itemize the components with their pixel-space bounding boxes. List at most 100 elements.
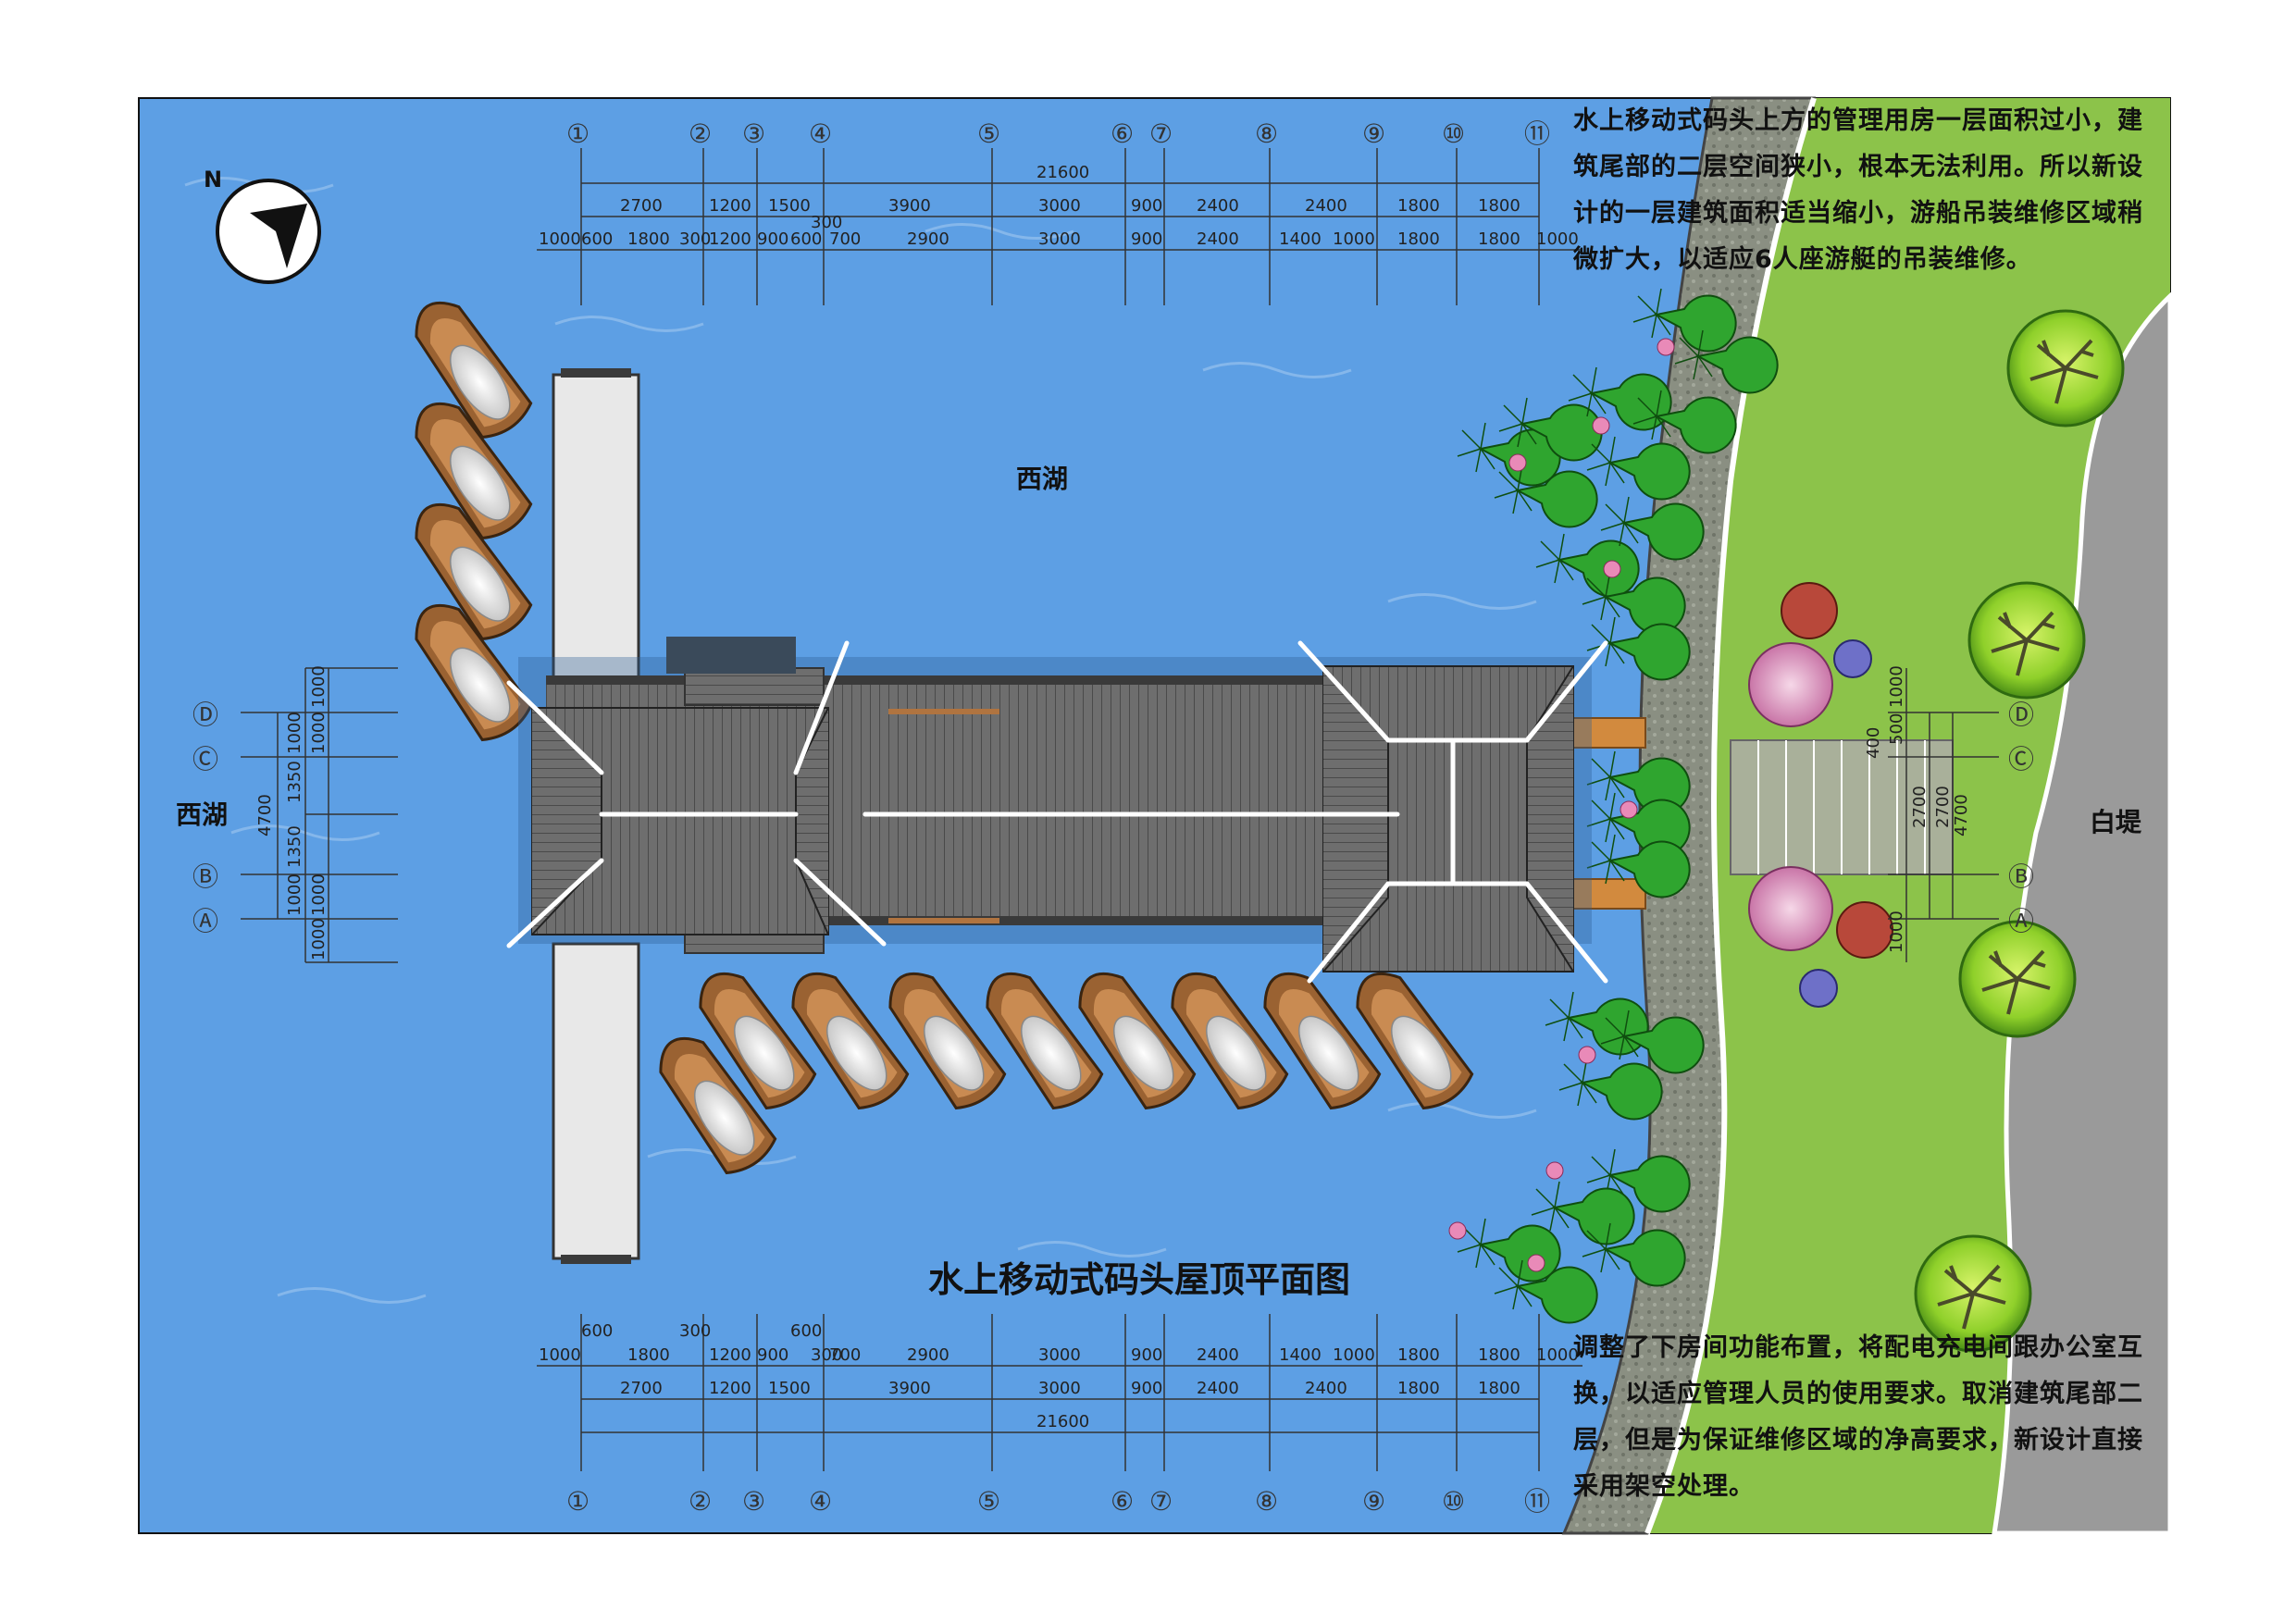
svg-text:600: 600 xyxy=(581,229,613,249)
svg-text:300: 300 xyxy=(811,213,842,232)
axis-2-top: ② xyxy=(689,118,712,149)
svg-text:700: 700 xyxy=(829,229,861,249)
svg-text:1000: 1000 xyxy=(1536,1345,1579,1365)
svg-text:1800: 1800 xyxy=(1397,196,1440,216)
svg-text:1500: 1500 xyxy=(768,1379,811,1398)
svg-text:Ⓒ: Ⓒ xyxy=(192,744,218,774)
svg-text:900: 900 xyxy=(757,1345,788,1365)
lake-label-top: 西湖 xyxy=(1016,464,1068,494)
dim-total-top: 21600 xyxy=(1036,163,1089,182)
svg-text:Ⓑ: Ⓑ xyxy=(192,861,218,892)
axis-10-bottom: ⑩ xyxy=(1442,1486,1465,1517)
svg-text:900: 900 xyxy=(757,229,788,249)
axis-6-bottom: ⑥ xyxy=(1111,1486,1134,1517)
svg-text:1200: 1200 xyxy=(709,1345,751,1365)
svg-text:4700: 4700 xyxy=(1952,794,1971,836)
svg-text:4700: 4700 xyxy=(255,794,275,836)
svg-text:1000: 1000 xyxy=(309,918,329,960)
svg-text:300: 300 xyxy=(811,1345,842,1365)
axis-6-top: ⑥ xyxy=(1111,118,1134,149)
axis-11-bottom: ⑪ xyxy=(1524,1486,1550,1517)
svg-text:300: 300 xyxy=(679,229,711,249)
svg-text:900: 900 xyxy=(1131,1379,1162,1398)
axis-9-bottom: ⑨ xyxy=(1362,1486,1385,1517)
axis-10-top: ⑩ xyxy=(1442,118,1465,149)
dim-row3-top: 1000 600 1800 300 1200 900 600 300 700 2… xyxy=(539,213,1579,249)
svg-text:1000: 1000 xyxy=(1536,229,1579,249)
svg-text:3000: 3000 xyxy=(1038,196,1081,216)
axis-9-top: ⑨ xyxy=(1362,118,1385,149)
svg-text:700: 700 xyxy=(829,1345,861,1365)
svg-text:3900: 3900 xyxy=(888,1379,931,1398)
dim-row2-bottom: 2700 1200 1500 3900 3000 900 2400 2400 1… xyxy=(620,1379,1520,1398)
axis-8-bottom: ⑧ xyxy=(1255,1486,1278,1517)
svg-text:600: 600 xyxy=(790,1321,822,1341)
svg-text:1000: 1000 xyxy=(285,873,304,916)
svg-text:1350: 1350 xyxy=(285,761,304,803)
axis-7-bottom: ⑦ xyxy=(1149,1486,1173,1517)
svg-text:1000: 1000 xyxy=(285,712,304,754)
svg-text:Ⓐ: Ⓐ xyxy=(2008,906,2034,936)
dim-right: 4700 2700 2700 1000 500 400 1000 xyxy=(1864,665,1971,953)
svg-text:Ⓓ: Ⓓ xyxy=(192,700,218,730)
svg-text:1800: 1800 xyxy=(627,229,670,249)
dim-total-bottom: 21600 xyxy=(1036,1412,1089,1431)
svg-text:1800: 1800 xyxy=(1397,229,1440,249)
svg-text:1800: 1800 xyxy=(1478,1345,1520,1365)
dim-row2-top: 2700 1200 1500 3900 3000 900 2400 2400 1… xyxy=(620,196,1520,216)
axis-row-bottom: ① ② ③ ④ ⑤ ⑥ ⑦ ⑧ ⑨ ⑩ ⑪ xyxy=(566,1486,1550,1517)
axis-3-top: ③ xyxy=(742,118,765,149)
axis-2-bottom: ② xyxy=(689,1486,712,1517)
svg-text:1200: 1200 xyxy=(709,1379,751,1398)
axis-4-top: ④ xyxy=(809,118,832,149)
svg-text:1200: 1200 xyxy=(709,196,751,216)
svg-text:1800: 1800 xyxy=(1478,196,1520,216)
svg-text:2400: 2400 xyxy=(1305,1379,1347,1398)
north-label: N xyxy=(204,167,222,192)
svg-text:Ⓒ: Ⓒ xyxy=(2008,744,2034,774)
svg-text:1350: 1350 xyxy=(285,825,304,868)
svg-text:1000: 1000 xyxy=(1887,911,1906,953)
svg-text:1400: 1400 xyxy=(1279,1345,1322,1365)
svg-text:900: 900 xyxy=(1131,1345,1162,1365)
note-bottom: 调整了下房间功能布置，将配电充电间跟办公室互换，以适应管理人员的使用要求。取消建… xyxy=(1573,1333,2143,1501)
note-top: 水上移动式码头上方的管理用房一层面积过小，建筑尾部的二层空间狭小，根本无法利用。… xyxy=(1573,106,2143,274)
svg-text:3900: 3900 xyxy=(888,196,931,216)
svg-text:1500: 1500 xyxy=(768,196,811,216)
svg-text:3000: 3000 xyxy=(1038,229,1081,249)
dim-row3-bottom: 1000 600 1800 300 1200 900 600 300 700 2… xyxy=(539,1321,1579,1365)
svg-text:1400: 1400 xyxy=(1279,229,1322,249)
svg-text:1800: 1800 xyxy=(1397,1345,1440,1365)
svg-text:300: 300 xyxy=(679,1321,711,1341)
axis-1-top: ① xyxy=(566,118,590,149)
svg-text:2400: 2400 xyxy=(1197,196,1239,216)
axis-4-bottom: ④ xyxy=(809,1486,832,1517)
svg-text:1000: 1000 xyxy=(1333,229,1375,249)
svg-text:900: 900 xyxy=(1131,196,1162,216)
svg-text:Ⓐ: Ⓐ xyxy=(192,906,218,936)
svg-text:500: 500 xyxy=(1887,713,1906,745)
svg-text:1000: 1000 xyxy=(309,665,329,708)
svg-text:2400: 2400 xyxy=(1197,1379,1239,1398)
axis-5-top: ⑤ xyxy=(977,118,1000,149)
svg-text:Ⓑ: Ⓑ xyxy=(2008,861,2034,892)
svg-text:2700: 2700 xyxy=(620,196,663,216)
svg-text:1800: 1800 xyxy=(1397,1379,1440,1398)
svg-text:2900: 2900 xyxy=(907,1345,949,1365)
svg-text:2700: 2700 xyxy=(1933,786,1953,828)
svg-text:2900: 2900 xyxy=(907,229,949,249)
svg-text:1800: 1800 xyxy=(627,1345,670,1365)
axis-letters-right: Ⓓ Ⓒ Ⓑ Ⓐ xyxy=(2008,700,2034,936)
svg-text:1000: 1000 xyxy=(1887,665,1906,708)
lake-label-left: 西湖 xyxy=(176,799,228,830)
svg-text:1800: 1800 xyxy=(1478,229,1520,249)
drawing-title: 水上移动式码头屋顶平面图 xyxy=(928,1259,1350,1300)
dim-left: 4700 1000 1350 1350 1000 1000 1000 1000 … xyxy=(255,665,329,960)
axis-8-top: ⑧ xyxy=(1255,118,1278,149)
axis-1-bottom: ① xyxy=(566,1486,590,1517)
axis-letters-left: Ⓓ Ⓒ Ⓑ Ⓐ xyxy=(192,700,218,936)
svg-text:400: 400 xyxy=(1864,727,1883,759)
axis-5-bottom: ⑤ xyxy=(977,1486,1000,1517)
svg-text:900: 900 xyxy=(1131,229,1162,249)
causeway-label: 白堤 xyxy=(2090,807,2142,837)
